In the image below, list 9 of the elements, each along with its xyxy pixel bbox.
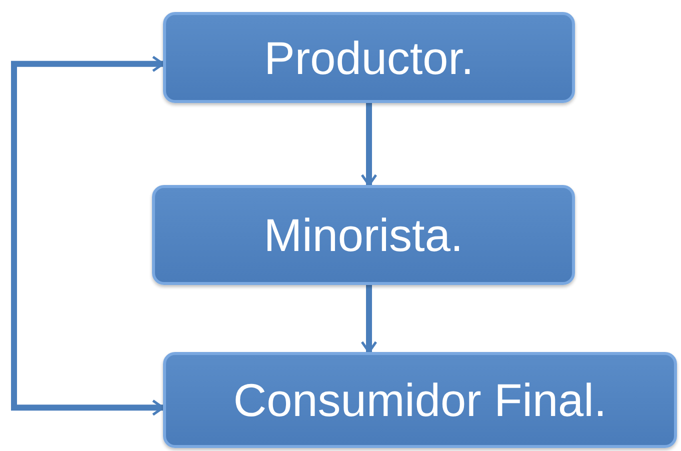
process-box xyxy=(163,12,575,103)
process-box xyxy=(152,185,575,285)
process-box xyxy=(163,352,677,448)
arrow xyxy=(11,56,164,416)
arrow xyxy=(360,103,378,186)
box-label: Minorista. xyxy=(264,208,464,262)
arrow xyxy=(360,285,378,354)
box-label: Productor. xyxy=(264,30,474,84)
box-label: Consumidor Final. xyxy=(233,373,607,427)
